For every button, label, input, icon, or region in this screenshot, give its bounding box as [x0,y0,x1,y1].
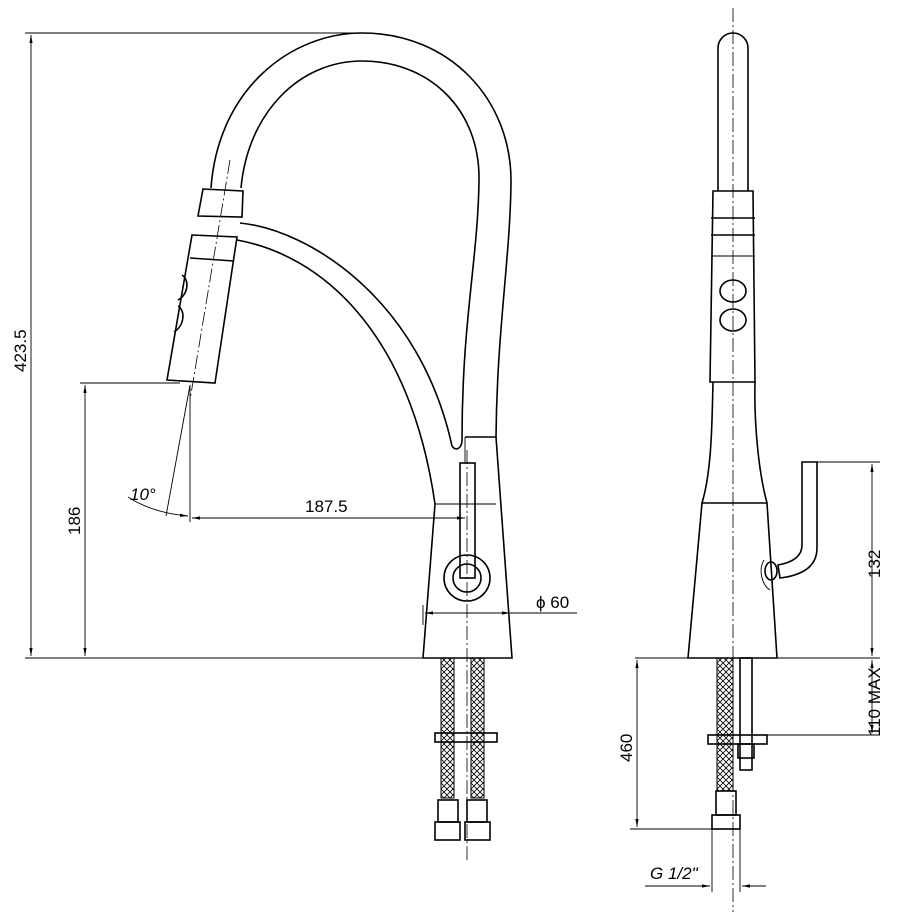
faucet-body [422,436,513,659]
supply-hose-right [470,657,485,799]
hose-fitting-left [434,821,461,841]
spout-arch-outer [210,32,512,438]
spray-angle-label: 10° [130,485,156,504]
spray-button-2 [719,308,747,332]
spray-head-button-1 [177,274,188,301]
total-height-label: 423.5 [11,329,30,372]
neck-right [754,381,768,504]
hose-fitting-side [711,814,741,830]
spray-head-body [166,234,238,384]
lever-handle [459,462,476,579]
lever-base-side [760,559,771,591]
front-view: 423.5 186 10° 187.5 ϕ 60 [11,32,577,860]
spray-angle-arc [127,496,189,517]
supply-hose-left [440,657,455,799]
hose-length-label: 460 [617,734,636,762]
neck-left [701,381,714,504]
hose-nut-left [437,799,459,823]
base-diameter-label: ϕ 60 [536,593,569,612]
spray-button-1 [719,279,747,303]
handle-height-label: 132 [865,550,884,578]
mounting-plate [434,732,498,743]
threaded-rod-side [739,657,753,771]
lever-knob-side [764,561,778,581]
spray-head-collar [197,188,244,218]
max-deck-label: 110 MAX [865,667,884,736]
spray-head-band [189,257,235,262]
thread-label: G 1/2" [650,864,699,883]
hose-fitting-right [464,821,491,841]
nut-side [737,743,755,759]
spray-head-side [709,190,756,383]
head-centerline [189,159,231,401]
body-side [687,502,778,659]
lever-side [777,461,818,579]
spout-reach-label: 187.5 [305,497,348,516]
spray-head-button-2 [173,305,184,333]
hose-nut-right [466,799,488,823]
spout-height-label: 186 [65,507,84,535]
spout-tube-side [717,32,749,191]
spout-arch-inner [240,60,480,450]
spray-angle-line [165,384,191,517]
spout-lower-upper-edge [239,222,453,447]
side-view: 132 110 MAX 460 G 1/2" [617,8,884,912]
spout-lower-lower-edge [236,239,436,505]
supply-hose-side [716,657,734,792]
